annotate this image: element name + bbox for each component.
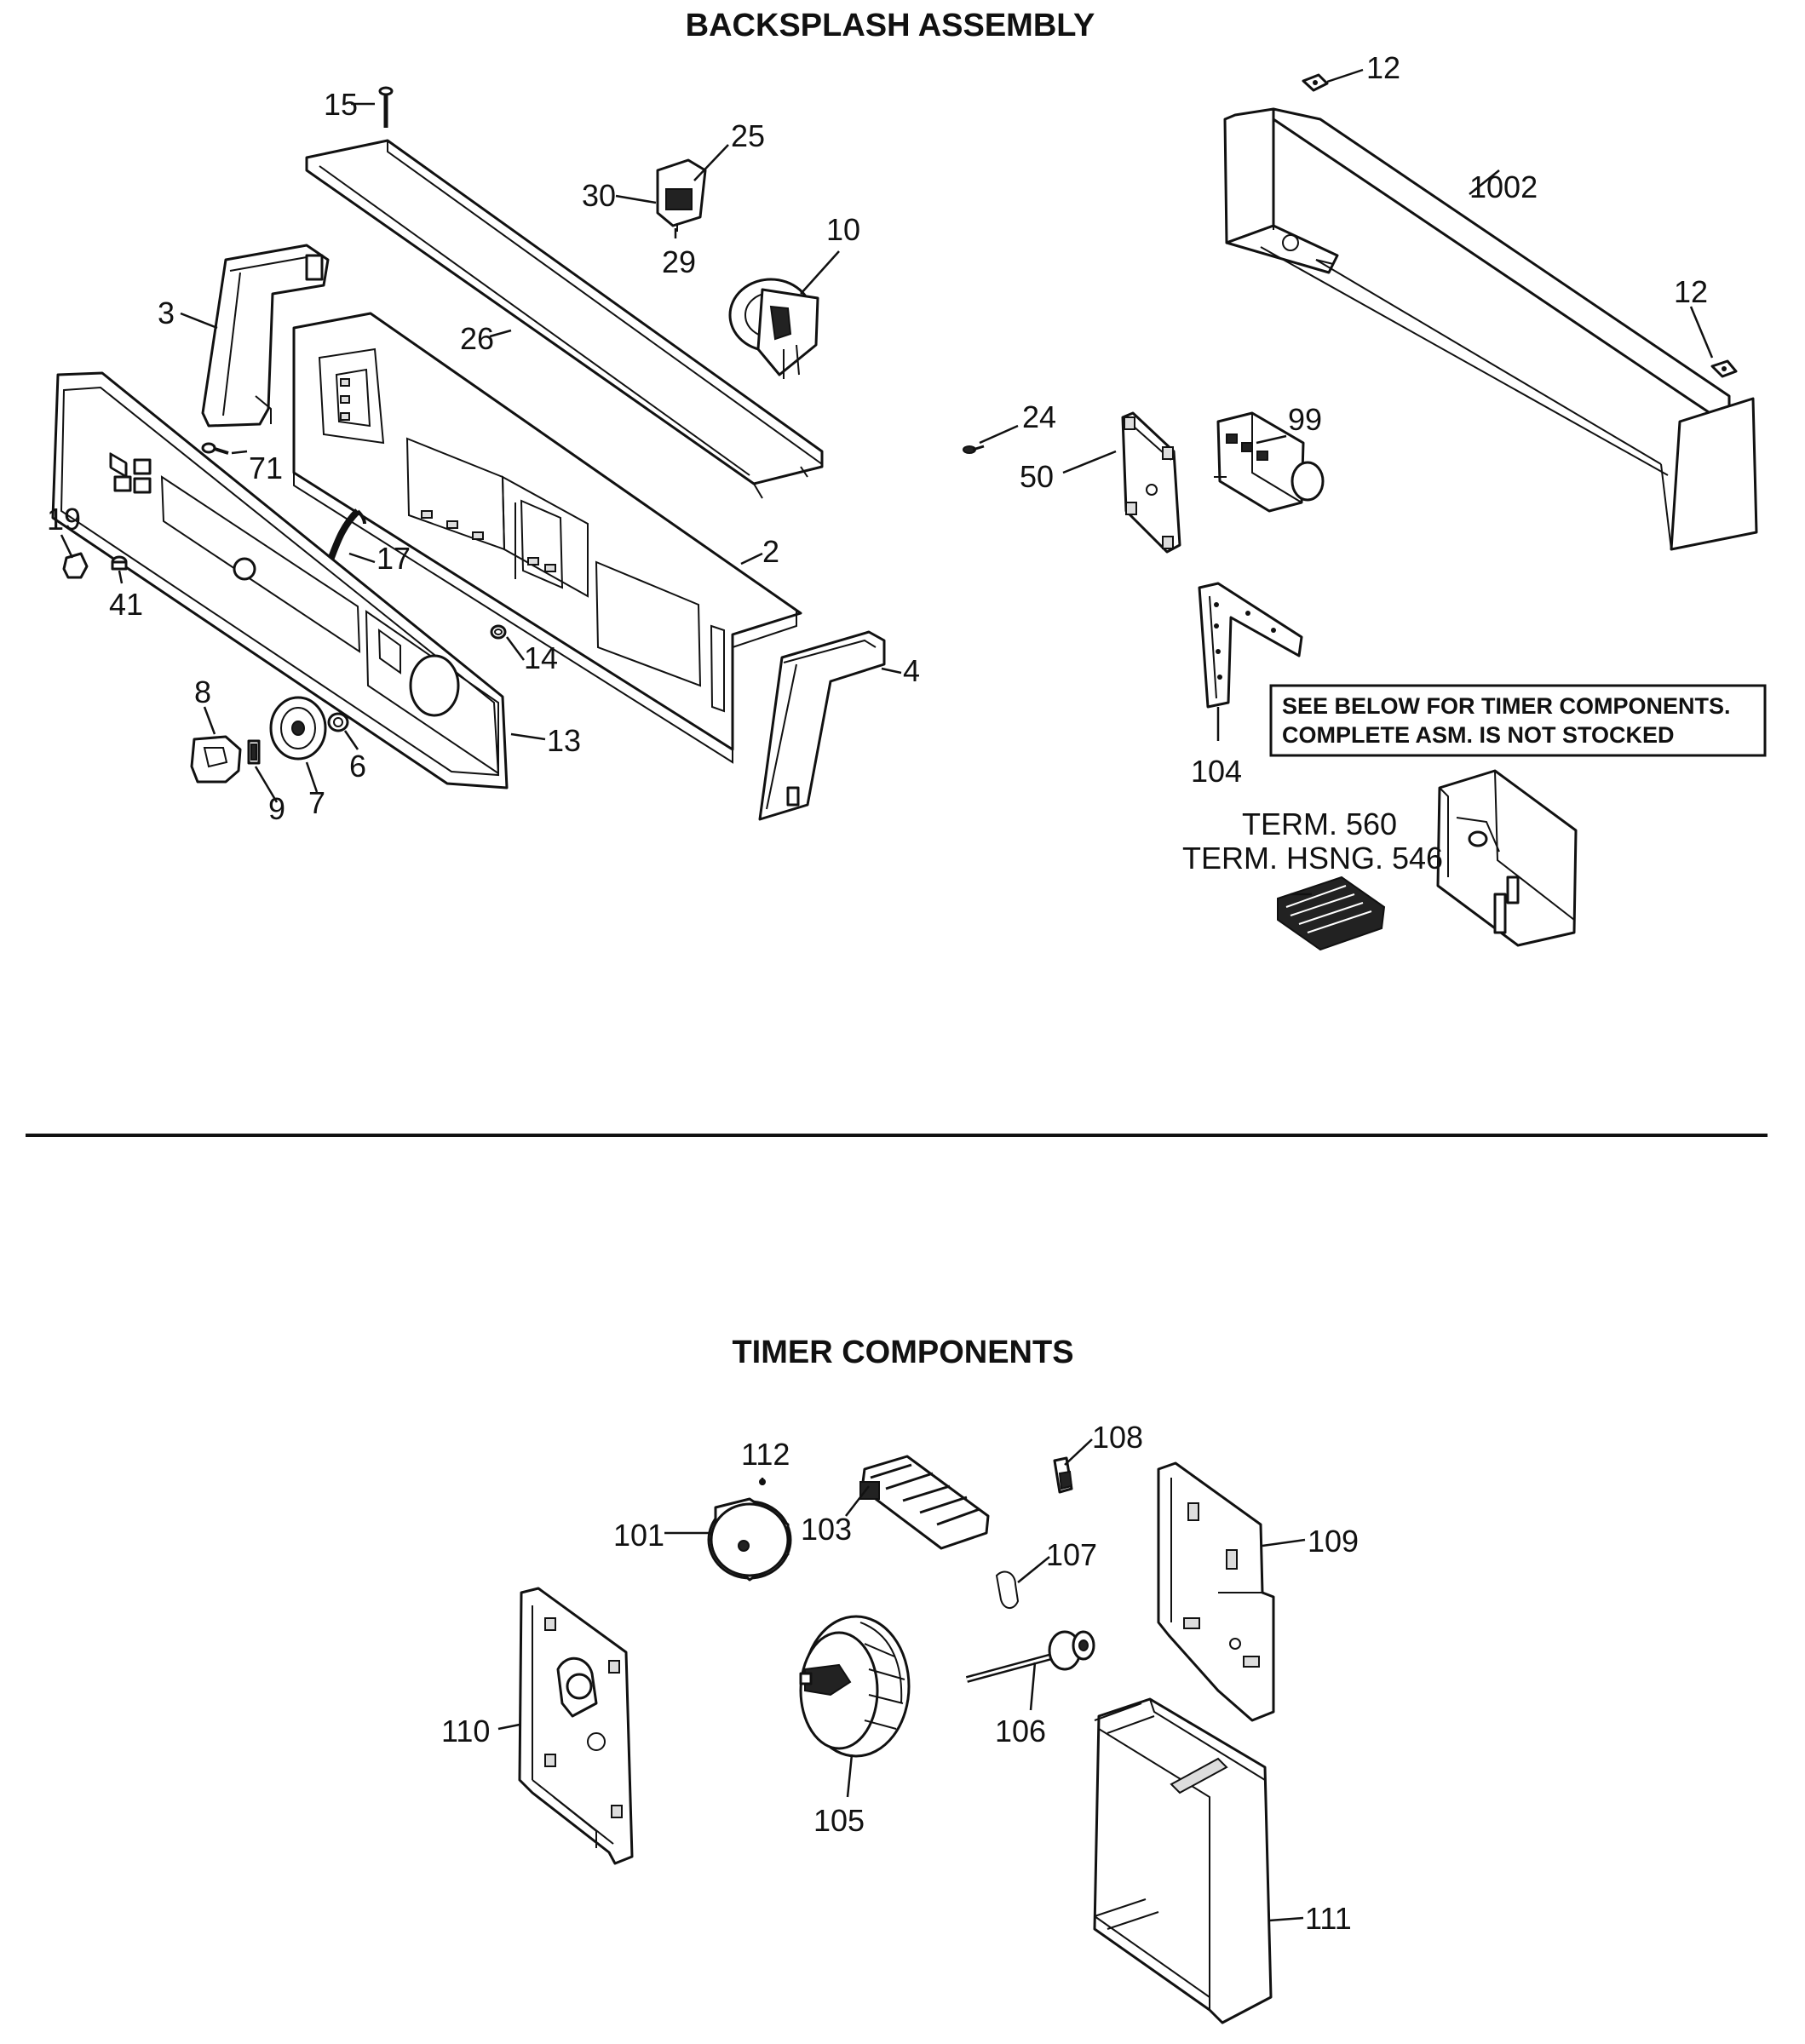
part-105-cam-drum	[799, 1615, 911, 1758]
callout-12-right: 12	[1674, 274, 1708, 309]
callout-9: 9	[268, 791, 285, 826]
timer-note-box: SEE BELOW FOR TIMER COMPONENTS. COMPLETE…	[1269, 684, 1767, 757]
part-9-spring	[247, 739, 261, 765]
callout-99: 99	[1288, 402, 1322, 437]
callout-13: 13	[547, 723, 581, 758]
callout-112: 112	[741, 1437, 790, 1472]
callout-2: 2	[762, 534, 779, 569]
part-1002-backsplash-shell	[1223, 107, 1758, 551]
part-15-screw	[378, 86, 394, 128]
callout-111: 111	[1305, 1901, 1352, 1936]
callout-104: 104	[1191, 754, 1242, 789]
part-50-bracket	[1121, 411, 1181, 554]
callout-12-top: 12	[1366, 50, 1400, 85]
callout-3: 3	[158, 296, 175, 330]
callout-105: 105	[813, 1803, 865, 1838]
part-14-clip	[490, 624, 507, 640]
leader-lines	[60, 68, 1714, 1922]
callout-30: 30	[582, 178, 616, 213]
callout-24: 24	[1022, 399, 1056, 434]
part-103-terminal-housing	[859, 1455, 990, 1550]
callout-term-560: TERM. 560	[1242, 807, 1397, 841]
callout-106: 106	[995, 1714, 1046, 1748]
callout-19: 19	[47, 502, 81, 537]
note-line-1: SEE BELOW FOR TIMER COMPONENTS.	[1282, 693, 1731, 719]
part-24-screw	[963, 445, 985, 454]
terminal-block	[1277, 876, 1386, 951]
timer-complete-assembly	[1436, 769, 1578, 947]
part-110-rear-plate	[518, 1587, 634, 1865]
callout-6: 6	[349, 749, 366, 784]
callout-103: 103	[801, 1512, 852, 1547]
callout-10: 10	[826, 212, 860, 247]
callout-108: 108	[1092, 1420, 1143, 1455]
part-7-dial	[269, 696, 327, 761]
part-10-pressure-switch	[728, 278, 819, 379]
callout-4: 4	[903, 653, 920, 688]
callout-29: 29	[662, 244, 696, 279]
callout-1002: 1002	[1469, 169, 1538, 204]
part-8-knob	[190, 735, 242, 784]
callout-71: 71	[249, 451, 283, 485]
part-2-console-panel	[292, 312, 802, 764]
part-111-cover	[1093, 1697, 1273, 2024]
timer-components-title: TIMER COMPONENTS	[732, 1335, 1073, 1370]
part-106-shaft	[965, 1630, 1095, 1683]
callout-107: 107	[1046, 1537, 1097, 1572]
callout-101: 101	[613, 1518, 664, 1553]
part-25-switch	[656, 158, 707, 232]
callout-7: 7	[308, 785, 325, 820]
backsplash-assembly-title: BACKSPLASH ASSEMBLY	[686, 8, 1095, 43]
part-19-knob	[62, 552, 89, 579]
part-13-control-panel	[51, 371, 509, 789]
callout-26: 26	[460, 321, 494, 356]
part-6-knob	[327, 712, 349, 732]
part-12-clip-right	[1710, 359, 1738, 378]
part-26-top-cap	[305, 139, 824, 499]
callout-8: 8	[194, 675, 211, 709]
callout-labels: 15 25 30 29 10 3 26 71 19 41 17 2 14 4 8…	[47, 50, 1708, 1936]
part-12-clip-top	[1302, 73, 1329, 92]
part-101-motor	[707, 1497, 792, 1582]
callout-109: 109	[1308, 1524, 1359, 1559]
part-41-clip	[111, 555, 128, 571]
part-4-right-end-cap	[758, 630, 886, 821]
callout-25: 25	[731, 118, 765, 153]
part-3-left-end-cap	[201, 244, 330, 428]
callout-14: 14	[524, 640, 558, 675]
callout-41: 41	[109, 587, 143, 622]
callout-term-hsng-546: TERM. HSNG. 546	[1182, 841, 1443, 876]
part-71-screw	[201, 442, 229, 455]
callout-15: 15	[324, 87, 358, 122]
part-108-clip	[1053, 1456, 1073, 1494]
part-107-spring-clip	[995, 1570, 1020, 1609]
part-109-plate	[1157, 1461, 1275, 1722]
callout-110: 110	[441, 1714, 490, 1748]
part-104-bracket	[1198, 582, 1303, 709]
callout-50: 50	[1020, 459, 1054, 494]
part-17-harness	[325, 508, 366, 568]
note-line-2: COMPLETE ASM. IS NOT STOCKED	[1282, 722, 1675, 748]
callout-17: 17	[377, 541, 411, 576]
